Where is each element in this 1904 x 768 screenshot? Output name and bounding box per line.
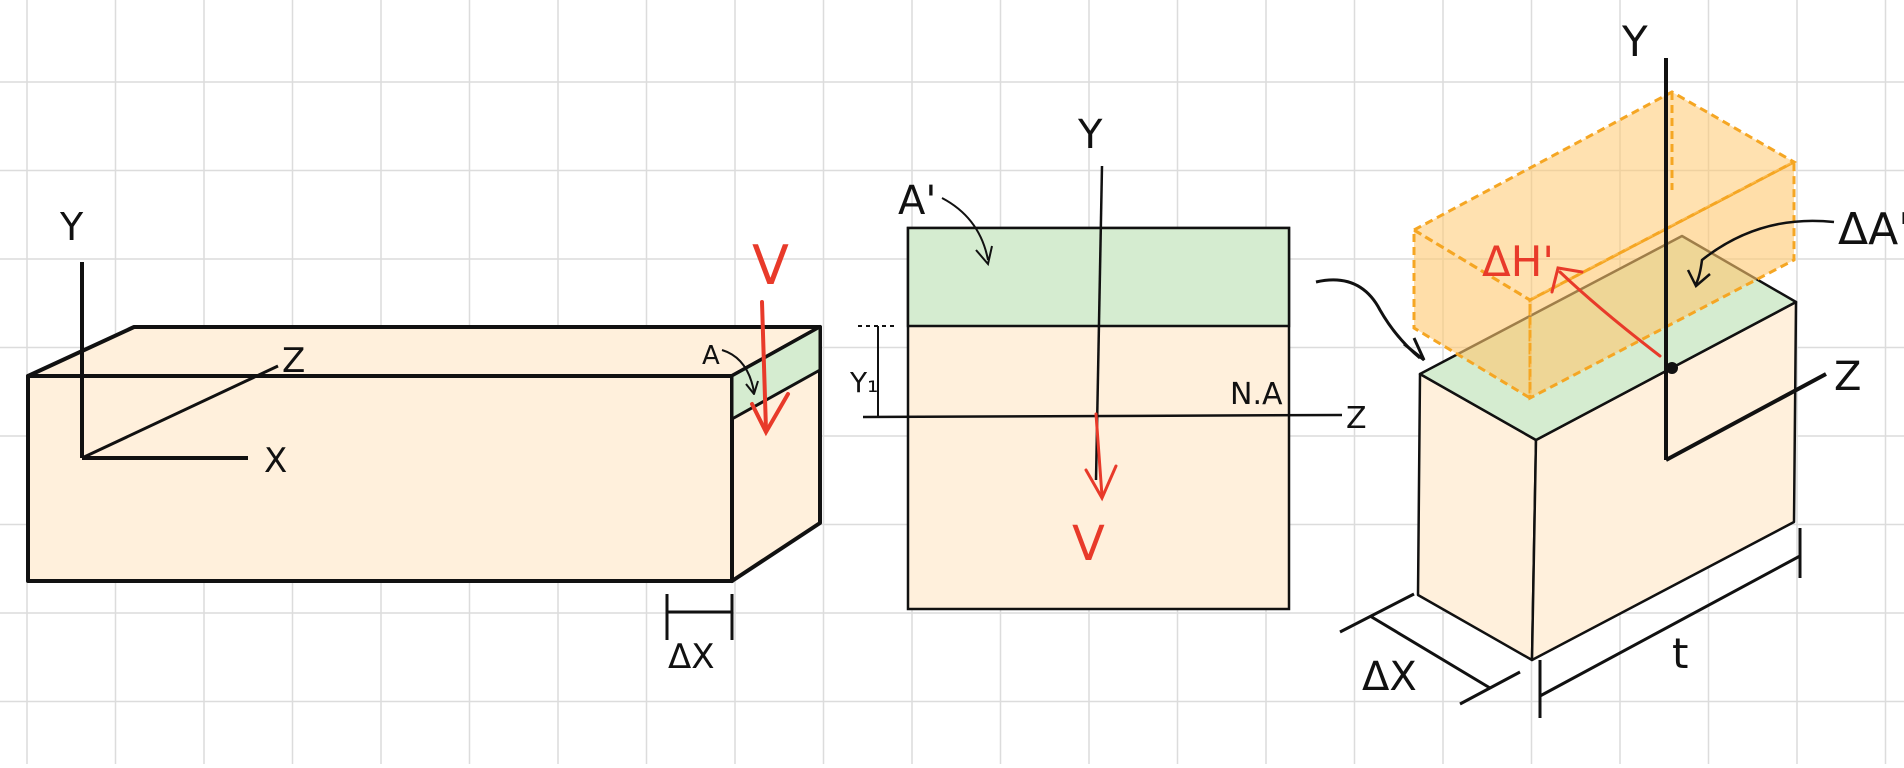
element-area-label: ΔA' <box>1838 204 1904 255</box>
delta-h-arrow <box>1550 266 1662 358</box>
section-y-axis-label: Y <box>1077 112 1103 158</box>
cross-section <box>858 165 1426 611</box>
delta-a-prime-leader-arrow <box>1694 219 1835 285</box>
beam-y-axis-label: Y <box>59 205 84 249</box>
element-width-label: ΔX <box>1362 654 1417 700</box>
neutral-axis-label: N.A <box>1230 377 1283 412</box>
beam-labels: Y Z X A V ΔX <box>59 205 789 677</box>
section-shear-arrow-shaft <box>1094 412 1104 498</box>
element-y-axis-label: Y <box>1621 17 1648 66</box>
area-a-leader-head <box>745 380 759 395</box>
beam-shear-label: V <box>752 234 789 297</box>
area-a-prime-leader-head <box>975 245 993 267</box>
section-shear-arrow-head <box>1084 464 1118 502</box>
delta-h-arrow-head <box>1550 266 1584 294</box>
section-to-element-arrow <box>1315 278 1421 360</box>
beam-front-face <box>26 374 734 583</box>
section-to-element-arrow-head <box>1403 337 1426 362</box>
beam-z-axis <box>81 364 279 460</box>
element-thickness-label: t <box>1672 629 1688 678</box>
element-z-axis-label: Z <box>1834 354 1861 400</box>
section-area-label: A' <box>898 178 936 224</box>
section-labels: A' Y Y₁ N.A Z V <box>849 112 1367 572</box>
element-width-dimension <box>1369 614 1491 690</box>
section-shear-label: V <box>1072 516 1105 572</box>
element-width-tick-top <box>1339 592 1415 634</box>
prism-delta-h <box>1410 90 1798 401</box>
area-a-leader-arrow <box>721 349 755 393</box>
beam-shear-arrow-head <box>750 392 790 437</box>
beam-shear-arrow-shaft <box>760 300 768 432</box>
element-thickness-dimension <box>1539 554 1801 698</box>
section-z-axis-label: Z <box>1346 401 1367 436</box>
beam-z-axis-label: Z <box>282 341 305 381</box>
neutral-axis-line <box>862 413 1343 419</box>
beam-area-label: A <box>702 341 720 371</box>
element-shear-force-label: ΔH' <box>1482 237 1554 286</box>
area-a-prime-leader-arrow <box>941 197 989 261</box>
beam-3d <box>26 262 822 640</box>
prism-top-face <box>1410 90 1798 302</box>
beam-x-axis-label: X <box>264 441 287 481</box>
section-distance-label: Y₁ <box>849 366 878 399</box>
element-origin-dot <box>1666 362 1678 374</box>
element-dimensions <box>1339 219 1835 718</box>
delta-h-arrow-shaft <box>1558 270 1662 358</box>
element-labels: Y Z ΔH' ΔA' ΔX t <box>1362 17 1904 700</box>
shear-area-a-strip <box>730 325 822 421</box>
delta-a-prime-leader-head <box>1686 269 1711 288</box>
element-axes <box>1664 58 1827 462</box>
beam-shear-arrow <box>750 300 790 437</box>
section-shear-arrow <box>1084 412 1118 502</box>
element-z-axis <box>1665 372 1827 462</box>
prism-front-face <box>1412 227 1532 401</box>
beam-width-label: ΔX <box>668 637 715 677</box>
